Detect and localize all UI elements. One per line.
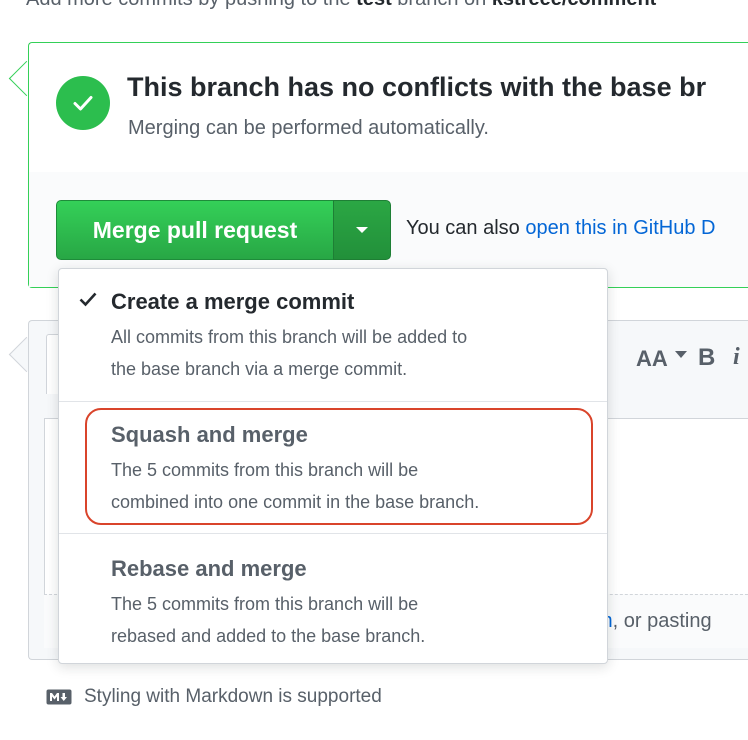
merge-pull-request-button[interactable]: Merge pull request: [56, 200, 334, 260]
menu-item-desc-line: The 5 commits from this branch will be: [111, 594, 419, 614]
menu-item-desc-line: combined into one commit in the base bra…: [111, 492, 480, 512]
heading-caret-icon: [675, 351, 687, 358]
menu-item-title: Rebase and merge: [111, 556, 307, 581]
merge-status-subtitle: Merging can be performed automatically.: [128, 117, 489, 139]
also-text: You can also: [406, 217, 526, 239]
open-in-desktop-hint: You can also open this in GitHub D: [406, 217, 748, 240]
merge-method-menu: Create a merge commit All commits from t…: [58, 268, 608, 664]
menu-item-description: The 5 commits from this branch will be r…: [111, 588, 591, 652]
push-hint-middle: branch on: [392, 0, 492, 10]
attach-hint-text: , or pasting: [612, 610, 712, 632]
bold-button[interactable]: B: [698, 344, 716, 371]
menu-item-title: Squash and merge: [111, 422, 308, 447]
merge-status-header: [29, 43, 748, 173]
heading-button[interactable]: AA: [636, 346, 668, 371]
push-hint-branch: test: [356, 0, 392, 10]
menu-item-create-merge-commit[interactable]: Create a merge commit All commits from t…: [59, 269, 607, 401]
caret-down-icon: [356, 227, 368, 233]
menu-item-rebase-and-merge[interactable]: Rebase and merge The 5 commits from this…: [59, 533, 607, 663]
push-hint: Add more commits by pushing to the test …: [26, 0, 748, 12]
markdown-note: Styling with Markdown is supported: [84, 686, 382, 707]
italic-button[interactable]: i: [733, 344, 740, 370]
success-check-icon: [56, 76, 110, 130]
markdown-icon: [46, 689, 72, 705]
menu-item-description: The 5 commits from this branch will be c…: [111, 454, 591, 518]
menu-item-desc-line: The 5 commits from this branch will be: [111, 460, 419, 480]
menu-item-desc-line: rebased and added to the base branch.: [111, 626, 426, 646]
merge-method-dropdown-button[interactable]: [333, 200, 391, 260]
menu-item-desc-line: the base branch via a merge commit.: [111, 359, 408, 379]
merge-status-title: This branch has no conflicts with the ba…: [127, 72, 707, 102]
open-in-desktop-link[interactable]: open this in GitHub D: [525, 217, 716, 239]
check-icon: [79, 292, 97, 307]
menu-item-description: All commits from this branch will be add…: [111, 321, 591, 385]
push-hint-repo: kstreee/comment: [492, 0, 657, 10]
menu-item-squash-and-merge[interactable]: Squash and merge The 5 commits from this…: [59, 401, 607, 533]
menu-item-title: Create a merge commit: [111, 289, 355, 314]
push-hint-prefix: Add more commits by pushing to the: [26, 0, 356, 10]
menu-item-desc-line: All commits from this branch will be add…: [111, 327, 468, 347]
attach-hint: m, or pasting: [596, 610, 712, 633]
